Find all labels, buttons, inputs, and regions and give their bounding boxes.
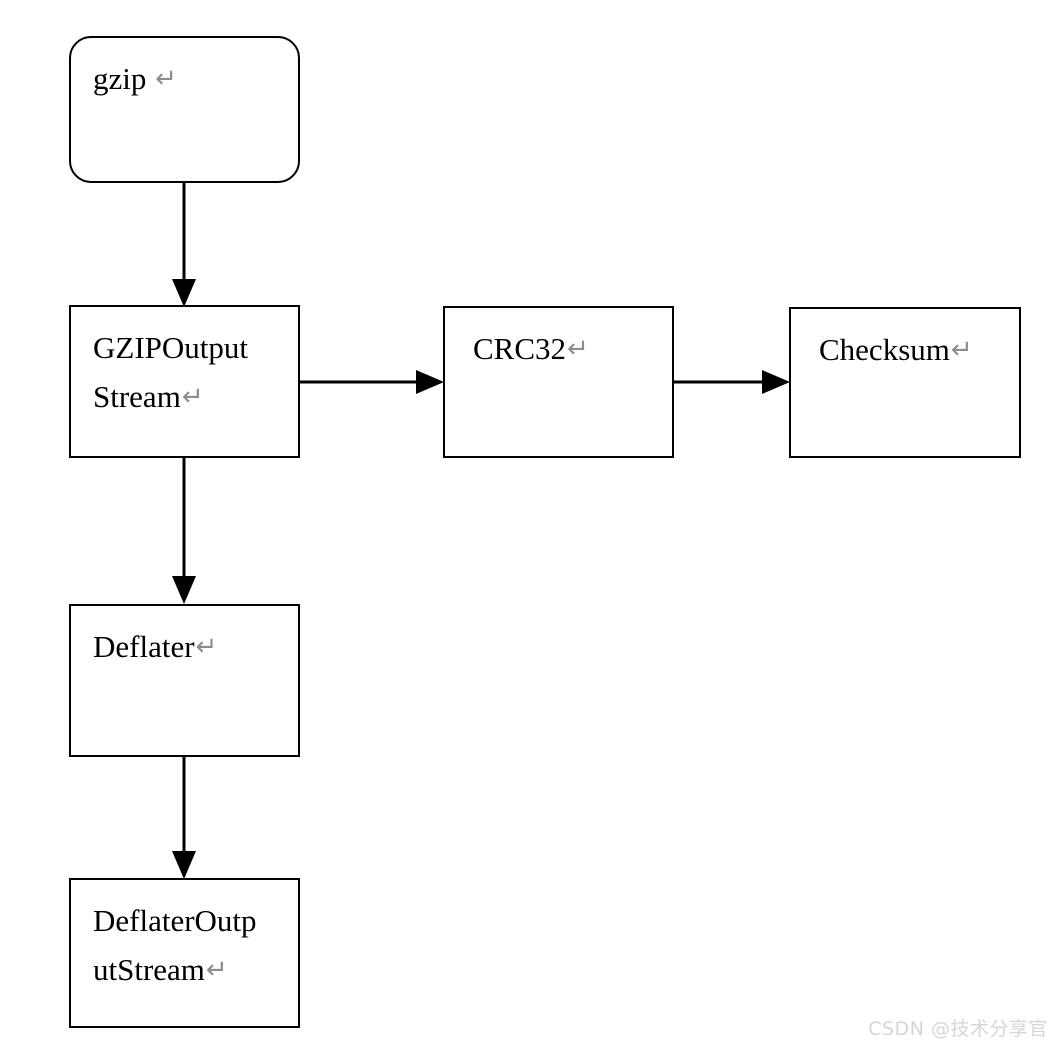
node-checksum-label: Checksum↵ bbox=[819, 332, 973, 367]
return-symbol-icon: ↵ bbox=[155, 64, 177, 94]
node-deflater-output-stream-label: DeflaterOutp utStream↵ bbox=[93, 903, 257, 987]
edge-gzip-output-stream-to-crc32 bbox=[300, 362, 446, 402]
edge-deflater-to-deflater-output-stream bbox=[164, 757, 204, 881]
return-symbol-icon: ↵ bbox=[195, 632, 218, 662]
node-gzip-output-stream-label: GZIPOutput Stream↵ bbox=[93, 330, 248, 414]
edge-gzip-output-stream-to-deflater bbox=[164, 458, 204, 606]
return-symbol-icon: ↵ bbox=[950, 335, 973, 365]
node-deflater-output-stream[interactable]: DeflaterOutp utStream↵ bbox=[69, 878, 300, 1028]
node-deflater[interactable]: Deflater↵ bbox=[69, 604, 300, 757]
edge-gzip-to-gzip-output-stream bbox=[164, 183, 204, 309]
node-deflater-label: Deflater↵ bbox=[93, 629, 218, 664]
edge-crc32-to-checksum bbox=[674, 362, 792, 402]
node-checksum[interactable]: Checksum↵ bbox=[789, 307, 1021, 458]
node-gzip[interactable]: gzip ↵ bbox=[69, 36, 300, 183]
node-gzip-output-stream[interactable]: GZIPOutput Stream↵ bbox=[69, 305, 300, 458]
return-symbol-icon: ↵ bbox=[181, 382, 204, 412]
csdn-watermark: CSDN @技术分享官 bbox=[868, 1018, 1048, 1040]
node-gzip-label: gzip ↵ bbox=[93, 61, 177, 96]
return-symbol-icon: ↵ bbox=[205, 955, 228, 985]
return-symbol-icon: ↵ bbox=[567, 334, 589, 364]
node-crc32[interactable]: CRC32↵ bbox=[443, 306, 674, 458]
node-crc32-label: CRC32↵ bbox=[473, 331, 589, 366]
